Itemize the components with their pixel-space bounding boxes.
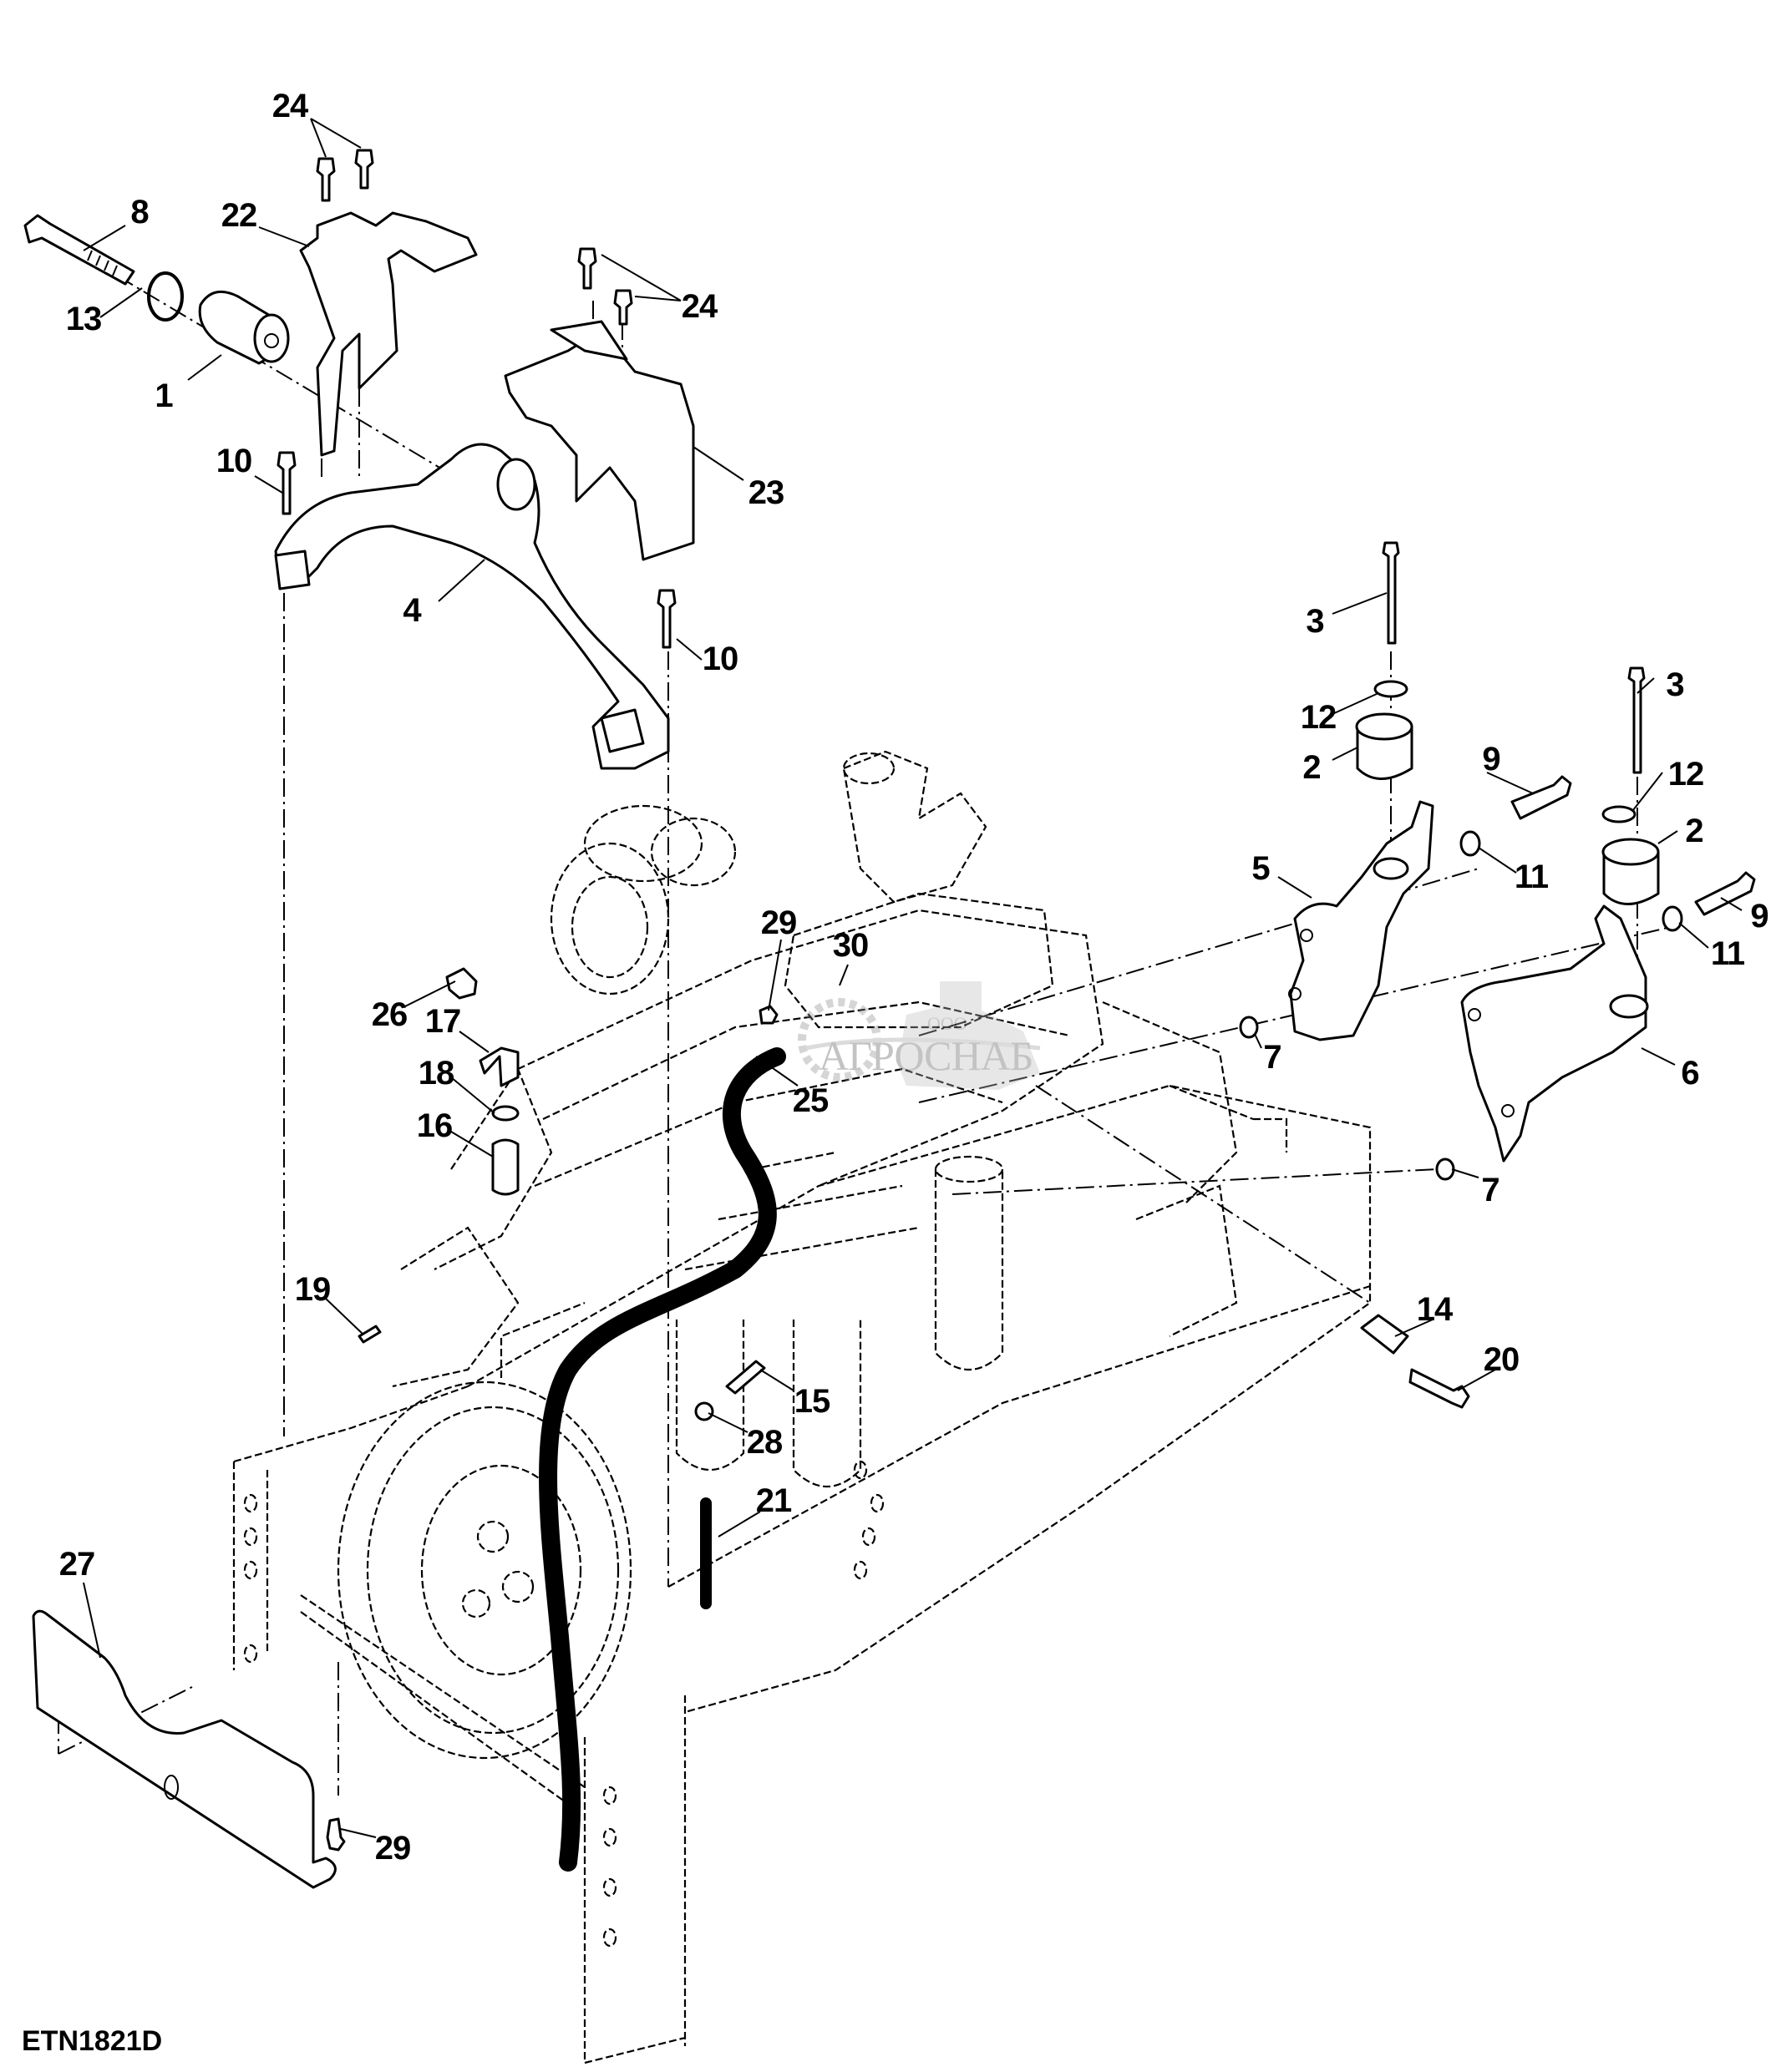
part-20-cap-screw xyxy=(1408,1368,1470,1409)
callout-21: 21 xyxy=(755,1482,792,1519)
callout-14: 14 xyxy=(1416,1291,1453,1328)
callout-19: 19 xyxy=(294,1271,331,1308)
callout-25: 25 xyxy=(792,1082,829,1119)
part-5-support-left xyxy=(1288,800,1434,1041)
assembly-axis-lines xyxy=(58,234,1672,1796)
callout-20: 20 xyxy=(1483,1341,1520,1378)
part-2-isolator-b xyxy=(1601,838,1660,905)
callout-6: 6 xyxy=(1681,1055,1699,1092)
callout-18: 18 xyxy=(418,1055,454,1092)
callout-16: 16 xyxy=(416,1107,453,1144)
callout-9: 9 xyxy=(1750,898,1768,935)
part-4-front-support xyxy=(274,443,670,770)
engine-phantom xyxy=(232,750,1372,2064)
part-9-cap-screw-a xyxy=(1510,775,1572,820)
part-7-bushing-a xyxy=(1239,1016,1259,1039)
callout-3: 3 xyxy=(1666,666,1684,703)
part-28-fitting xyxy=(694,1401,714,1421)
part-12-washer-b xyxy=(1601,805,1636,823)
callout-15: 15 xyxy=(794,1383,830,1420)
part-26-plug xyxy=(445,967,478,1000)
callout-3: 3 xyxy=(1306,603,1324,640)
part-3-cap-screw-b xyxy=(1627,666,1646,774)
callout-10: 10 xyxy=(702,641,738,677)
callout-2: 2 xyxy=(1685,813,1703,849)
callout-11: 11 xyxy=(1710,935,1745,972)
callout-23: 23 xyxy=(748,474,784,511)
part-15-fitting xyxy=(725,1360,766,1395)
part-6-support-right xyxy=(1460,904,1649,1163)
part-19-dowel-pin xyxy=(358,1325,382,1344)
callout-22: 22 xyxy=(221,197,257,234)
part-16-adapter xyxy=(491,1138,520,1196)
callout-17: 17 xyxy=(424,1003,461,1040)
part-27-shield xyxy=(32,1609,337,1889)
callout-30: 30 xyxy=(832,927,869,964)
callout-1: 1 xyxy=(155,377,173,414)
part-10-cap-screw-a xyxy=(277,451,297,515)
callout-7: 7 xyxy=(1263,1039,1281,1076)
callout-12: 12 xyxy=(1300,699,1337,736)
part-1-bushing xyxy=(198,290,290,365)
callout-4: 4 xyxy=(403,592,421,629)
callout-12: 12 xyxy=(1667,756,1704,793)
callout-7: 7 xyxy=(1481,1172,1499,1208)
part-17-elbow-fitting xyxy=(479,1046,520,1087)
callout-28: 28 xyxy=(746,1424,783,1461)
part-3-cap-screw-a xyxy=(1382,541,1400,645)
part-12-washer-a xyxy=(1373,680,1408,698)
part-11-washer-b xyxy=(1662,905,1683,932)
part-2-isolator-a xyxy=(1355,712,1413,780)
part-13-snap-ring xyxy=(147,271,184,322)
part-24-cap-screws-right xyxy=(577,247,633,326)
part-23-shield xyxy=(504,320,695,561)
leader-lines xyxy=(83,118,1743,1838)
part-7-bushing-b xyxy=(1435,1158,1455,1181)
part-14-spacer xyxy=(1360,1314,1409,1355)
callout-5: 5 xyxy=(1251,850,1270,887)
callout-24: 24 xyxy=(681,288,718,325)
callout-13: 13 xyxy=(65,301,102,337)
callout-29: 29 xyxy=(760,904,797,941)
figure-id: ETN1821D xyxy=(22,2025,163,2057)
callout-26: 26 xyxy=(371,996,408,1033)
part-29-cap-screw-b xyxy=(326,1817,346,1852)
part-18-o-ring xyxy=(491,1105,520,1122)
part-8-cap-screw xyxy=(23,214,135,286)
part-24-cap-screws-top xyxy=(316,149,374,202)
part-11-washer-a xyxy=(1459,830,1481,857)
part-22-shield xyxy=(299,211,478,457)
hose-25 xyxy=(539,1047,786,1872)
callout-24: 24 xyxy=(271,88,308,124)
callout-29: 29 xyxy=(374,1830,411,1867)
part-9-cap-screw-b xyxy=(1694,871,1756,916)
part-10-cap-screw-b xyxy=(657,589,677,649)
callout-8: 8 xyxy=(130,194,149,231)
callout-11: 11 xyxy=(1514,859,1549,895)
callout-9: 9 xyxy=(1482,741,1500,778)
callout-2: 2 xyxy=(1302,749,1321,786)
callout-27: 27 xyxy=(58,1546,95,1583)
callout-10: 10 xyxy=(216,443,252,479)
